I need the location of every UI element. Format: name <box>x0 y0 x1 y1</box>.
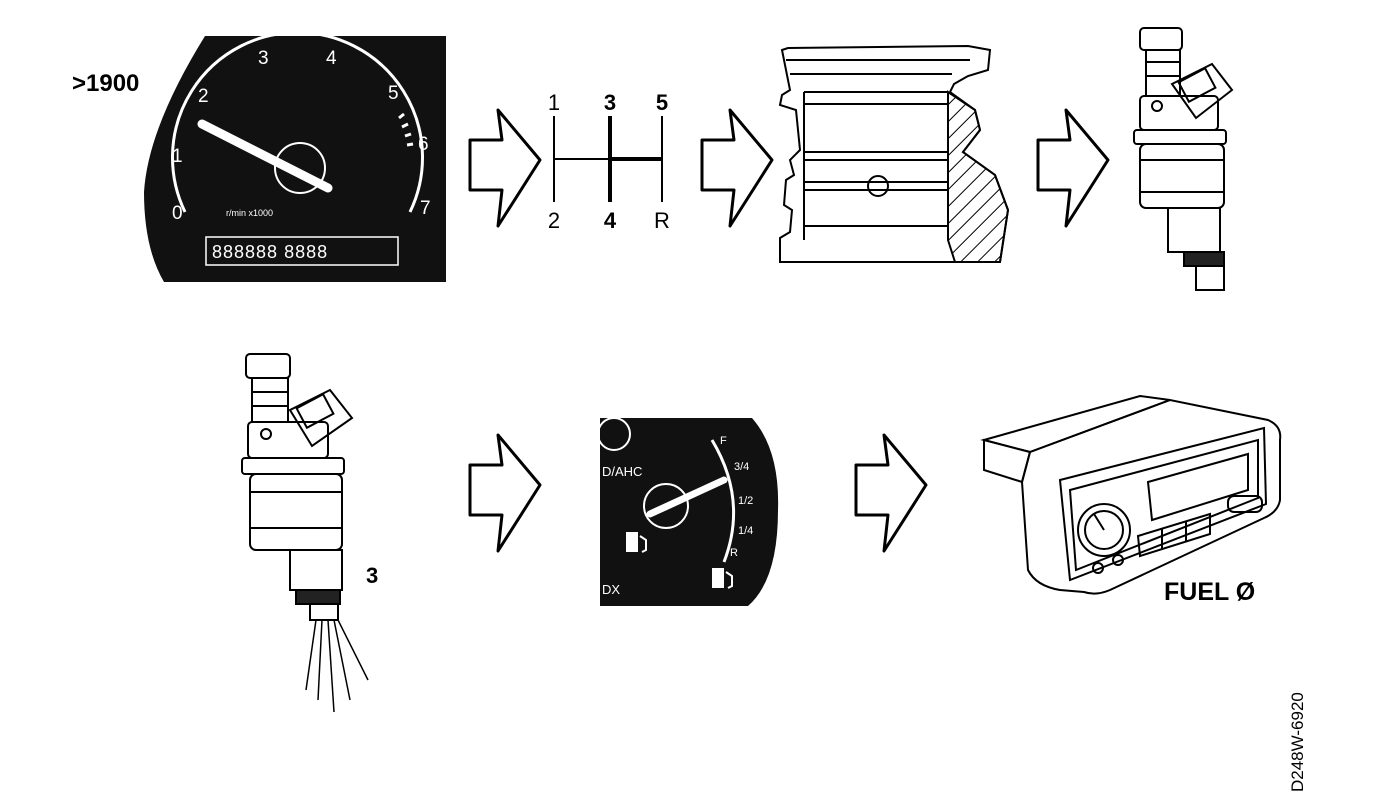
gear-label-top: 3 <box>604 90 616 115</box>
tachometer-scale-label: 7 <box>420 198 431 219</box>
arrow-right-icon <box>854 433 928 553</box>
tachometer-scale-label: 6 <box>418 134 429 155</box>
arrow-right-icon <box>700 108 774 228</box>
rpm-threshold-label: >1900 <box>72 70 140 97</box>
fuel-gauge-text-bottom: DX <box>602 582 620 597</box>
fuel-injector-spraying-icon <box>241 353 369 713</box>
instrument-cluster-icon <box>980 394 1282 595</box>
fuel-gauge-mark: 1/4 <box>738 525 753 537</box>
tachometer-scale-label: 1 <box>172 146 183 167</box>
gear-label-top: 1 <box>548 90 560 115</box>
gear-shift-pattern-icon <box>553 116 663 202</box>
fuel-gauge-mark: 1/2 <box>738 495 753 507</box>
step-number-label: 3 <box>366 563 379 588</box>
tachometer-scale-label: 3 <box>258 48 269 69</box>
tachometer-scale-label: 2 <box>198 86 209 107</box>
tachometer-icon: r/min x1000 888888 8888 0 1 2 3 4 5 6 7 <box>144 31 446 282</box>
tachometer-scale-label: 0 <box>172 203 183 224</box>
gear-label-bottom: R <box>654 208 670 233</box>
gear-label-top: 5 <box>656 90 668 115</box>
fuel-pump-icon <box>626 532 733 589</box>
gear-label-bottom: 4 <box>604 208 617 233</box>
fuel-gauge-mark: R <box>730 547 738 559</box>
arrow-right-icon <box>1036 108 1110 228</box>
fuel-gauge-marks: F 3/4 1/2 1/4R <box>720 435 753 559</box>
arrow-right-icon <box>468 108 542 228</box>
tachometer-scale-label: 5 <box>388 83 399 104</box>
odometer-display: 888888 8888 <box>212 242 328 262</box>
gear-labels: 1 3 5 2 4 R <box>548 90 670 233</box>
tachometer-scale-label: 4 <box>326 48 337 69</box>
fuel-injector-icon <box>1133 27 1234 291</box>
cylinder-section-icon <box>778 44 1010 263</box>
fuel-gauge-mark: F <box>720 435 727 447</box>
tachometer-unit: r/min x1000 <box>226 208 273 218</box>
arrow-group <box>468 108 1110 553</box>
fuel-gauge-text-top: D/AHC <box>602 464 642 479</box>
fuel-gauge-icon: D/AHC DX F 3/4 1/2 1/4R <box>597 417 779 606</box>
fuel-label: FUEL Ø <box>1164 578 1256 606</box>
arrow-right-icon <box>468 433 542 553</box>
fuel-gauge-mark: 3/4 <box>734 461 749 473</box>
gear-label-bottom: 2 <box>548 208 560 233</box>
